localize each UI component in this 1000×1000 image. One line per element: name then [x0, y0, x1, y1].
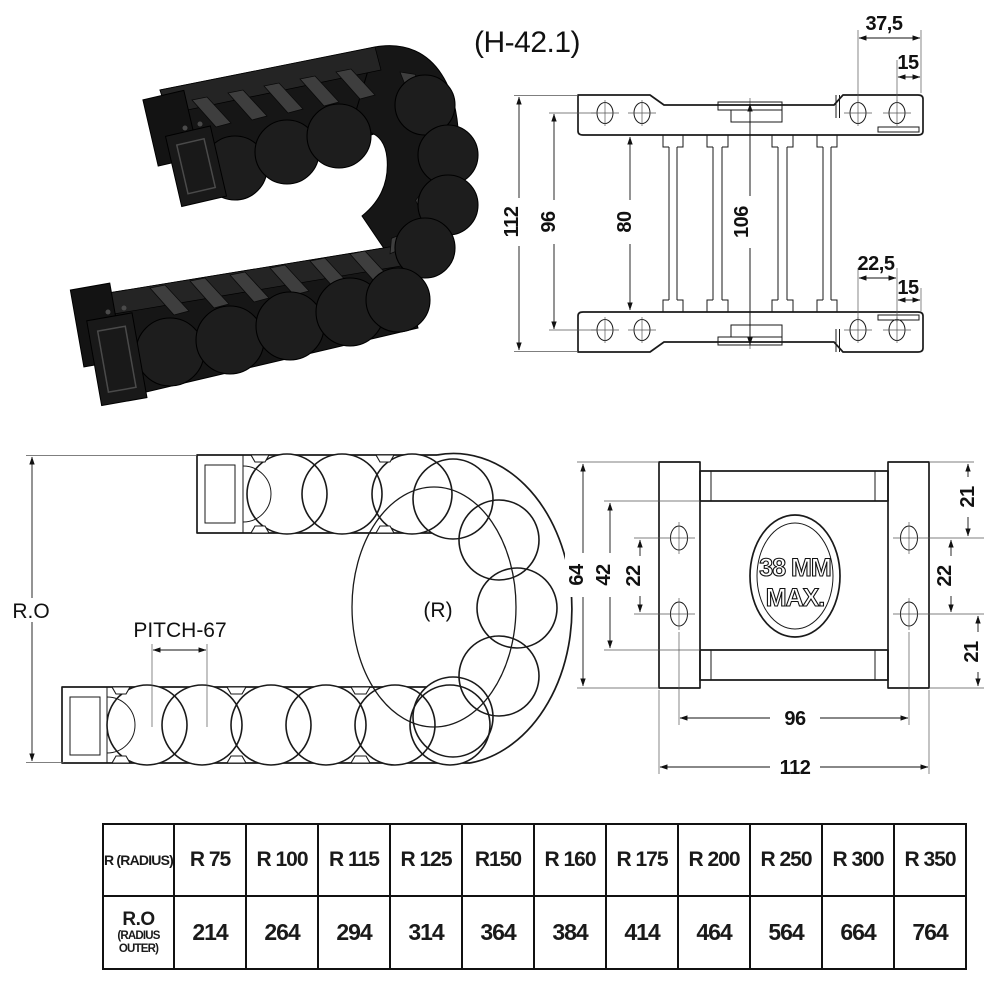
- dim-15-top: 15: [897, 52, 919, 74]
- radius-outer-cell: 414: [605, 895, 679, 970]
- dim-22-right: 22: [934, 565, 956, 587]
- radius-cell: R 125: [389, 823, 463, 897]
- link-tabs: [111, 454, 395, 764]
- dim-96-holes: 96: [538, 211, 560, 233]
- dim-15-bottom: 15: [897, 277, 919, 299]
- dim-21-top: 21: [957, 486, 979, 508]
- chain-end-cap-upper: [142, 89, 228, 208]
- dim-80-inner: 80: [614, 211, 636, 233]
- radius-cell: R 75: [173, 823, 247, 897]
- dim-112-overall: 112: [501, 206, 523, 237]
- radius-outer-full: (RADIUS OUTER): [117, 929, 160, 955]
- radius-outer-label: R.O: [12, 600, 49, 623]
- dim-42: 42: [593, 564, 615, 586]
- dim-106-crossbar: 106: [731, 206, 753, 238]
- pitch-label: PITCH-67: [133, 619, 226, 642]
- radius-cell: R 300: [821, 823, 895, 897]
- radius-outer-cell: 564: [749, 895, 823, 970]
- row-header-radius: R (RADIUS): [102, 823, 175, 897]
- cable-diameter-line1: 38 MM: [759, 554, 831, 582]
- dim-112-front: 112: [780, 757, 811, 779]
- bend-radius-circle: [351, 486, 517, 728]
- radius-outer-cell: 314: [389, 895, 463, 970]
- chain-end-cap-lower: [69, 282, 148, 407]
- radius-outer-cell: 464: [677, 895, 751, 970]
- dim-96-front: 96: [784, 708, 806, 730]
- chain-crossbars-upper: [191, 68, 376, 128]
- radius-outer-cell: 764: [893, 895, 967, 970]
- radius-cell: R 200: [677, 823, 751, 897]
- mounting-holes: [591, 100, 911, 343]
- radius-spec-table: R (RADIUS) R 75 R 100 R 115 R 125 R150 R…: [102, 823, 967, 970]
- radius-outer-cell: 294: [317, 895, 391, 970]
- table-row-radius-outer: R.O (RADIUS OUTER) 214 264 294 314 364 3…: [102, 895, 967, 970]
- side-end-caps: [69, 455, 272, 763]
- radius-label: (R): [423, 599, 452, 622]
- radius-outer-cell: 364: [461, 895, 535, 970]
- radius-cell: R 160: [533, 823, 607, 897]
- radius-cell: R 175: [605, 823, 679, 897]
- radius-cell: R 100: [245, 823, 319, 897]
- dim-64: 64: [566, 563, 588, 586]
- radius-outer-cell: 664: [821, 895, 895, 970]
- dim-21-bottom: 21: [961, 641, 983, 663]
- page-title: (H-42.1): [474, 26, 580, 59]
- dim-37-5: 37,5: [866, 13, 903, 35]
- top-plan-view: 112 96 80 106 37,5 15 22,5 15: [500, 13, 924, 353]
- radius-cell: R 115: [317, 823, 391, 897]
- radius-cell: R 250: [749, 823, 823, 897]
- flange-holes: [663, 522, 925, 630]
- dim-22-left: 22: [623, 565, 645, 587]
- radius-outer-cell: 384: [533, 895, 607, 970]
- chain-link-plates: [135, 74, 479, 387]
- cable-diameter-line2: MAX.: [766, 584, 825, 612]
- radius-outer-cell: 264: [245, 895, 319, 970]
- table-row-radius: R (RADIUS) R 75 R 100 R 115 R 125 R150 R…: [102, 823, 967, 897]
- radius-outer-abbr: R.O: [122, 908, 155, 930]
- radius-outer-cell: 214: [173, 895, 247, 970]
- row-header-radius-outer: R.O (RADIUS OUTER): [102, 895, 175, 970]
- radius-cell: R150: [461, 823, 535, 897]
- front-section-view: 38 MM MAX. 64 42: [565, 461, 984, 779]
- radius-cell: R 350: [893, 823, 967, 897]
- dim-22-5: 22,5: [858, 253, 895, 275]
- side-profile-view: (R) R.O PITCH-67: [8, 452, 573, 766]
- iso-3d-chain-view: [69, 45, 479, 407]
